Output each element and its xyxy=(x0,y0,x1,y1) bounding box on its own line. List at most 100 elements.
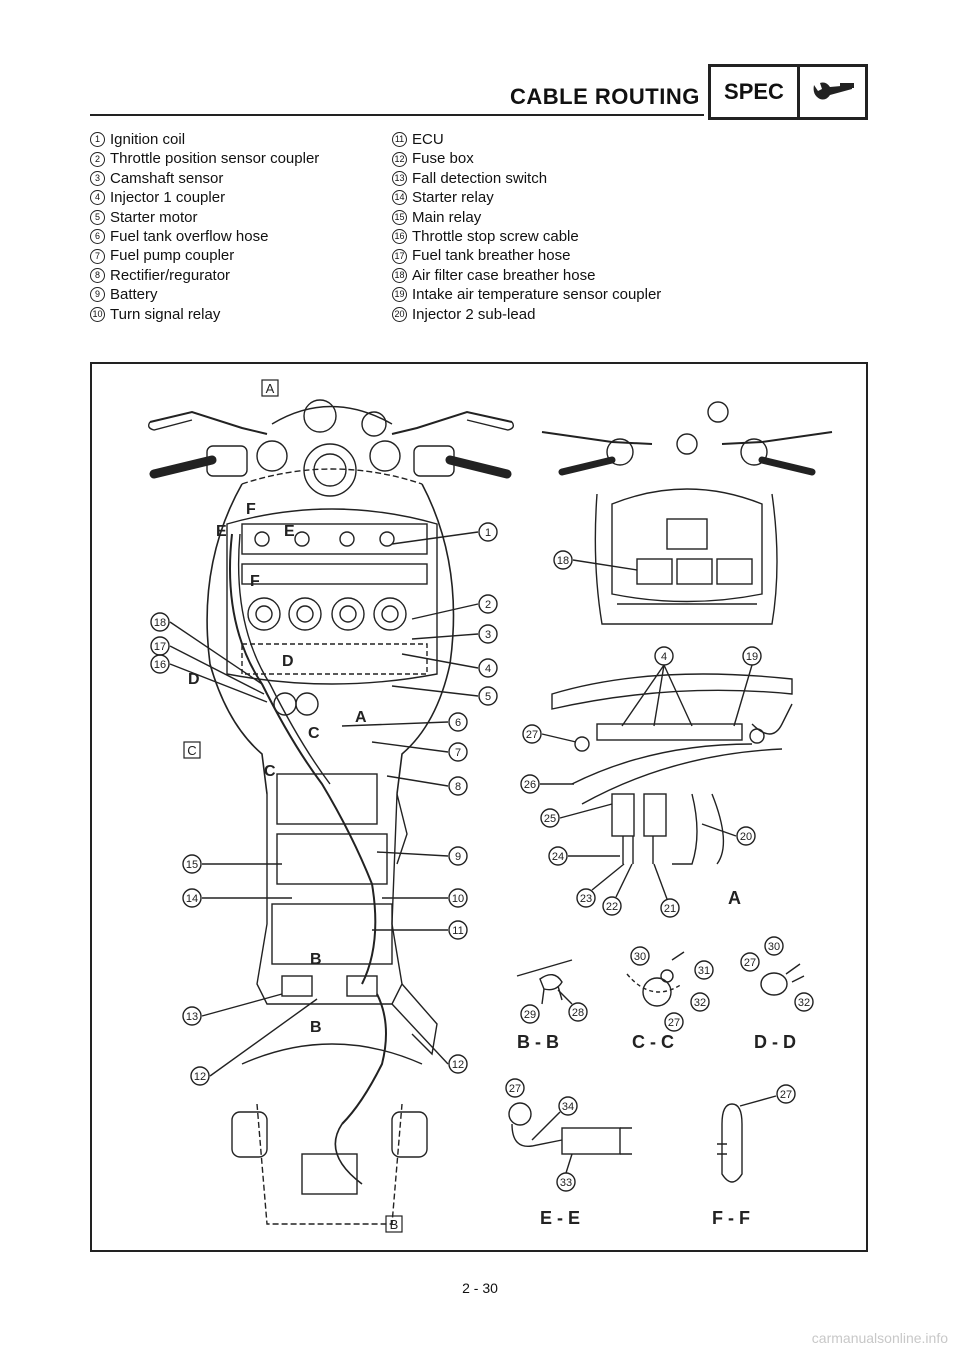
svg-text:23: 23 xyxy=(580,893,592,905)
cut-letter-b: B xyxy=(310,951,322,968)
section-ff: 27 F - F xyxy=(712,1084,796,1228)
callout-18: 18 xyxy=(150,612,263,685)
box-label-a: A xyxy=(266,381,275,396)
svg-text:22: 22 xyxy=(606,901,618,913)
callout-17: 17 xyxy=(150,636,265,695)
svg-text:13: 13 xyxy=(186,1011,198,1023)
box-labels: A B C xyxy=(183,379,403,1233)
callout-20-a: 20 xyxy=(701,823,756,846)
section-ff-label: F - F xyxy=(712,1208,750,1228)
box-label-c: C xyxy=(187,743,196,758)
cut-letter-c: C xyxy=(308,725,320,742)
callout-30-cc: 30 xyxy=(630,946,650,966)
callout-14: 14 xyxy=(182,888,292,908)
svg-text:14: 14 xyxy=(186,893,198,905)
spec-box: SPEC xyxy=(708,64,868,120)
cut-letter-a: A xyxy=(355,709,367,726)
view-a: 4 19 27 26 25 24 23 22 21 20 A xyxy=(520,646,793,918)
svg-text:30: 30 xyxy=(634,951,646,963)
svg-text:9: 9 xyxy=(455,851,461,863)
svg-text:8: 8 xyxy=(455,781,461,793)
svg-text:20: 20 xyxy=(740,831,752,843)
callout-27-cc: 27 xyxy=(664,1012,684,1032)
svg-text:31: 31 xyxy=(698,965,710,977)
callout-8: 8 xyxy=(386,775,468,796)
callout-34-ee: 34 xyxy=(531,1096,578,1141)
cut-letter-e: E xyxy=(284,523,295,540)
svg-text:33: 33 xyxy=(560,1177,572,1189)
svg-text:3: 3 xyxy=(485,629,491,641)
callout-16: 16 xyxy=(150,654,268,703)
svg-text:34: 34 xyxy=(562,1101,574,1113)
svg-text:27: 27 xyxy=(509,1083,521,1095)
callout-2: 2 xyxy=(411,594,498,620)
section-bb-label: B - B xyxy=(517,1032,559,1052)
section-ee: 27 34 33 E - E xyxy=(505,1078,632,1228)
svg-text:12: 12 xyxy=(194,1071,206,1083)
callout-4: 4 xyxy=(401,653,498,678)
callout-33-ee: 33 xyxy=(556,1153,576,1192)
callout-27-ff: 27 xyxy=(739,1084,796,1107)
section-cc-label: C - C xyxy=(632,1032,674,1052)
callout-5: 5 xyxy=(391,685,498,706)
callout-4-a: 4 xyxy=(621,646,693,727)
cut-letter-c: C xyxy=(264,763,276,780)
callout-12-left: 12 xyxy=(190,998,318,1086)
callout-15: 15 xyxy=(182,854,282,874)
svg-text:25: 25 xyxy=(544,813,556,825)
view-a-label: A xyxy=(728,888,741,908)
callout-6: 6 xyxy=(341,712,468,732)
svg-text:10: 10 xyxy=(452,893,464,905)
svg-text:18: 18 xyxy=(557,555,569,567)
svg-text:7: 7 xyxy=(455,747,461,759)
diagram-frame: A B C E F E F D D A C C B B 1 2 3 4 5 6 … xyxy=(90,362,868,1252)
callout-13: 13 xyxy=(182,993,283,1026)
svg-text:27: 27 xyxy=(668,1017,680,1029)
svg-text:19: 19 xyxy=(746,651,758,663)
callout-19-a: 19 xyxy=(733,646,762,727)
callout-1: 1 xyxy=(391,522,498,545)
callout-31-cc: 31 xyxy=(694,960,714,980)
section-bb: 29 28 B - B xyxy=(516,959,588,1052)
callout-9: 9 xyxy=(376,846,468,866)
svg-text:30: 30 xyxy=(768,941,780,953)
callout-18-view: 18 xyxy=(553,550,638,571)
cut-letter-d: D xyxy=(282,653,294,670)
wrench-icon xyxy=(800,67,865,117)
svg-text:11: 11 xyxy=(452,925,463,937)
cut-letter-f: F xyxy=(250,573,260,590)
section-ee-label: E - E xyxy=(540,1208,580,1228)
svg-text:28: 28 xyxy=(572,1007,584,1019)
callout-3: 3 xyxy=(411,624,498,644)
box-label-b: B xyxy=(390,1217,399,1232)
section-dd-label: D - D xyxy=(754,1032,796,1052)
callout-26-a: 26 xyxy=(520,774,574,794)
callout-11: 11 xyxy=(372,920,468,940)
callout-28-bb: 28 xyxy=(557,989,588,1022)
svg-text:1: 1 xyxy=(485,527,491,539)
svg-text:29: 29 xyxy=(524,1009,536,1021)
svg-text:2: 2 xyxy=(485,599,491,611)
section-dd: 30 27 32 D - D xyxy=(740,936,814,1052)
svg-text:15: 15 xyxy=(186,859,198,871)
main-view xyxy=(147,399,515,1225)
svg-text:27: 27 xyxy=(526,729,538,741)
section-cc: 30 31 32 27 C - C xyxy=(626,946,714,1052)
cut-letter-e: E xyxy=(216,523,227,540)
cut-letter-d: D xyxy=(188,671,200,688)
